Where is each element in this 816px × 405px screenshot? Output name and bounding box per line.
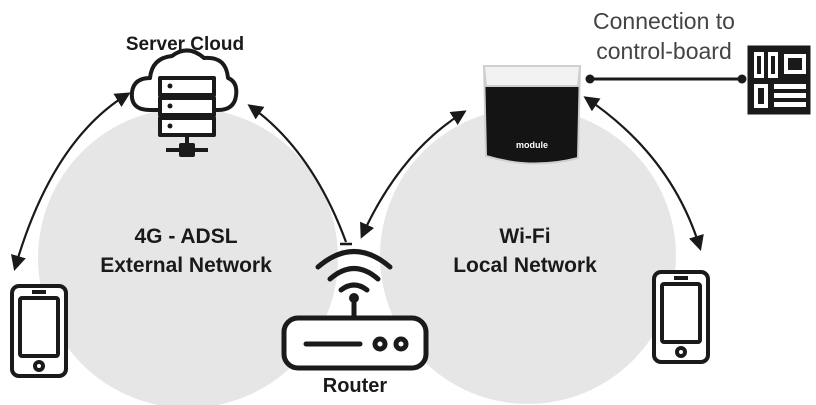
arrow-router-module: [360, 110, 467, 239]
local-network-line1: Wi-Fi: [499, 225, 551, 248]
arrow-server-phone-left: [11, 92, 131, 271]
server-cloud-label: Server Cloud: [125, 34, 245, 55]
connection-line1: Connection to: [593, 8, 735, 34]
arrow-module-phone-right: [583, 96, 704, 251]
router-label: Router: [322, 375, 388, 397]
module-device-icon: module: [482, 65, 582, 165]
smartphone-icon-left: [10, 284, 68, 378]
module-label: module: [516, 140, 548, 150]
arrow-server-router: [247, 104, 348, 243]
external-network-line2: External Network: [100, 254, 272, 277]
smartphone-icon-right: [652, 270, 710, 364]
external-network-line1: 4G - ADSL: [134, 225, 238, 248]
cloud-server-icon: [129, 48, 239, 157]
wifi-router-icon: [281, 249, 429, 371]
external-network-label: 4G - ADSL External Network: [100, 222, 272, 280]
connection-label: Connection to control-board: [593, 6, 735, 66]
local-network-line2: Local Network: [453, 254, 597, 277]
local-network-label: Wi-Fi Local Network: [453, 222, 597, 280]
control-board-icon: [747, 45, 811, 115]
control-board-link: [585, 74, 747, 84]
connection-line2: control-board: [596, 38, 732, 64]
